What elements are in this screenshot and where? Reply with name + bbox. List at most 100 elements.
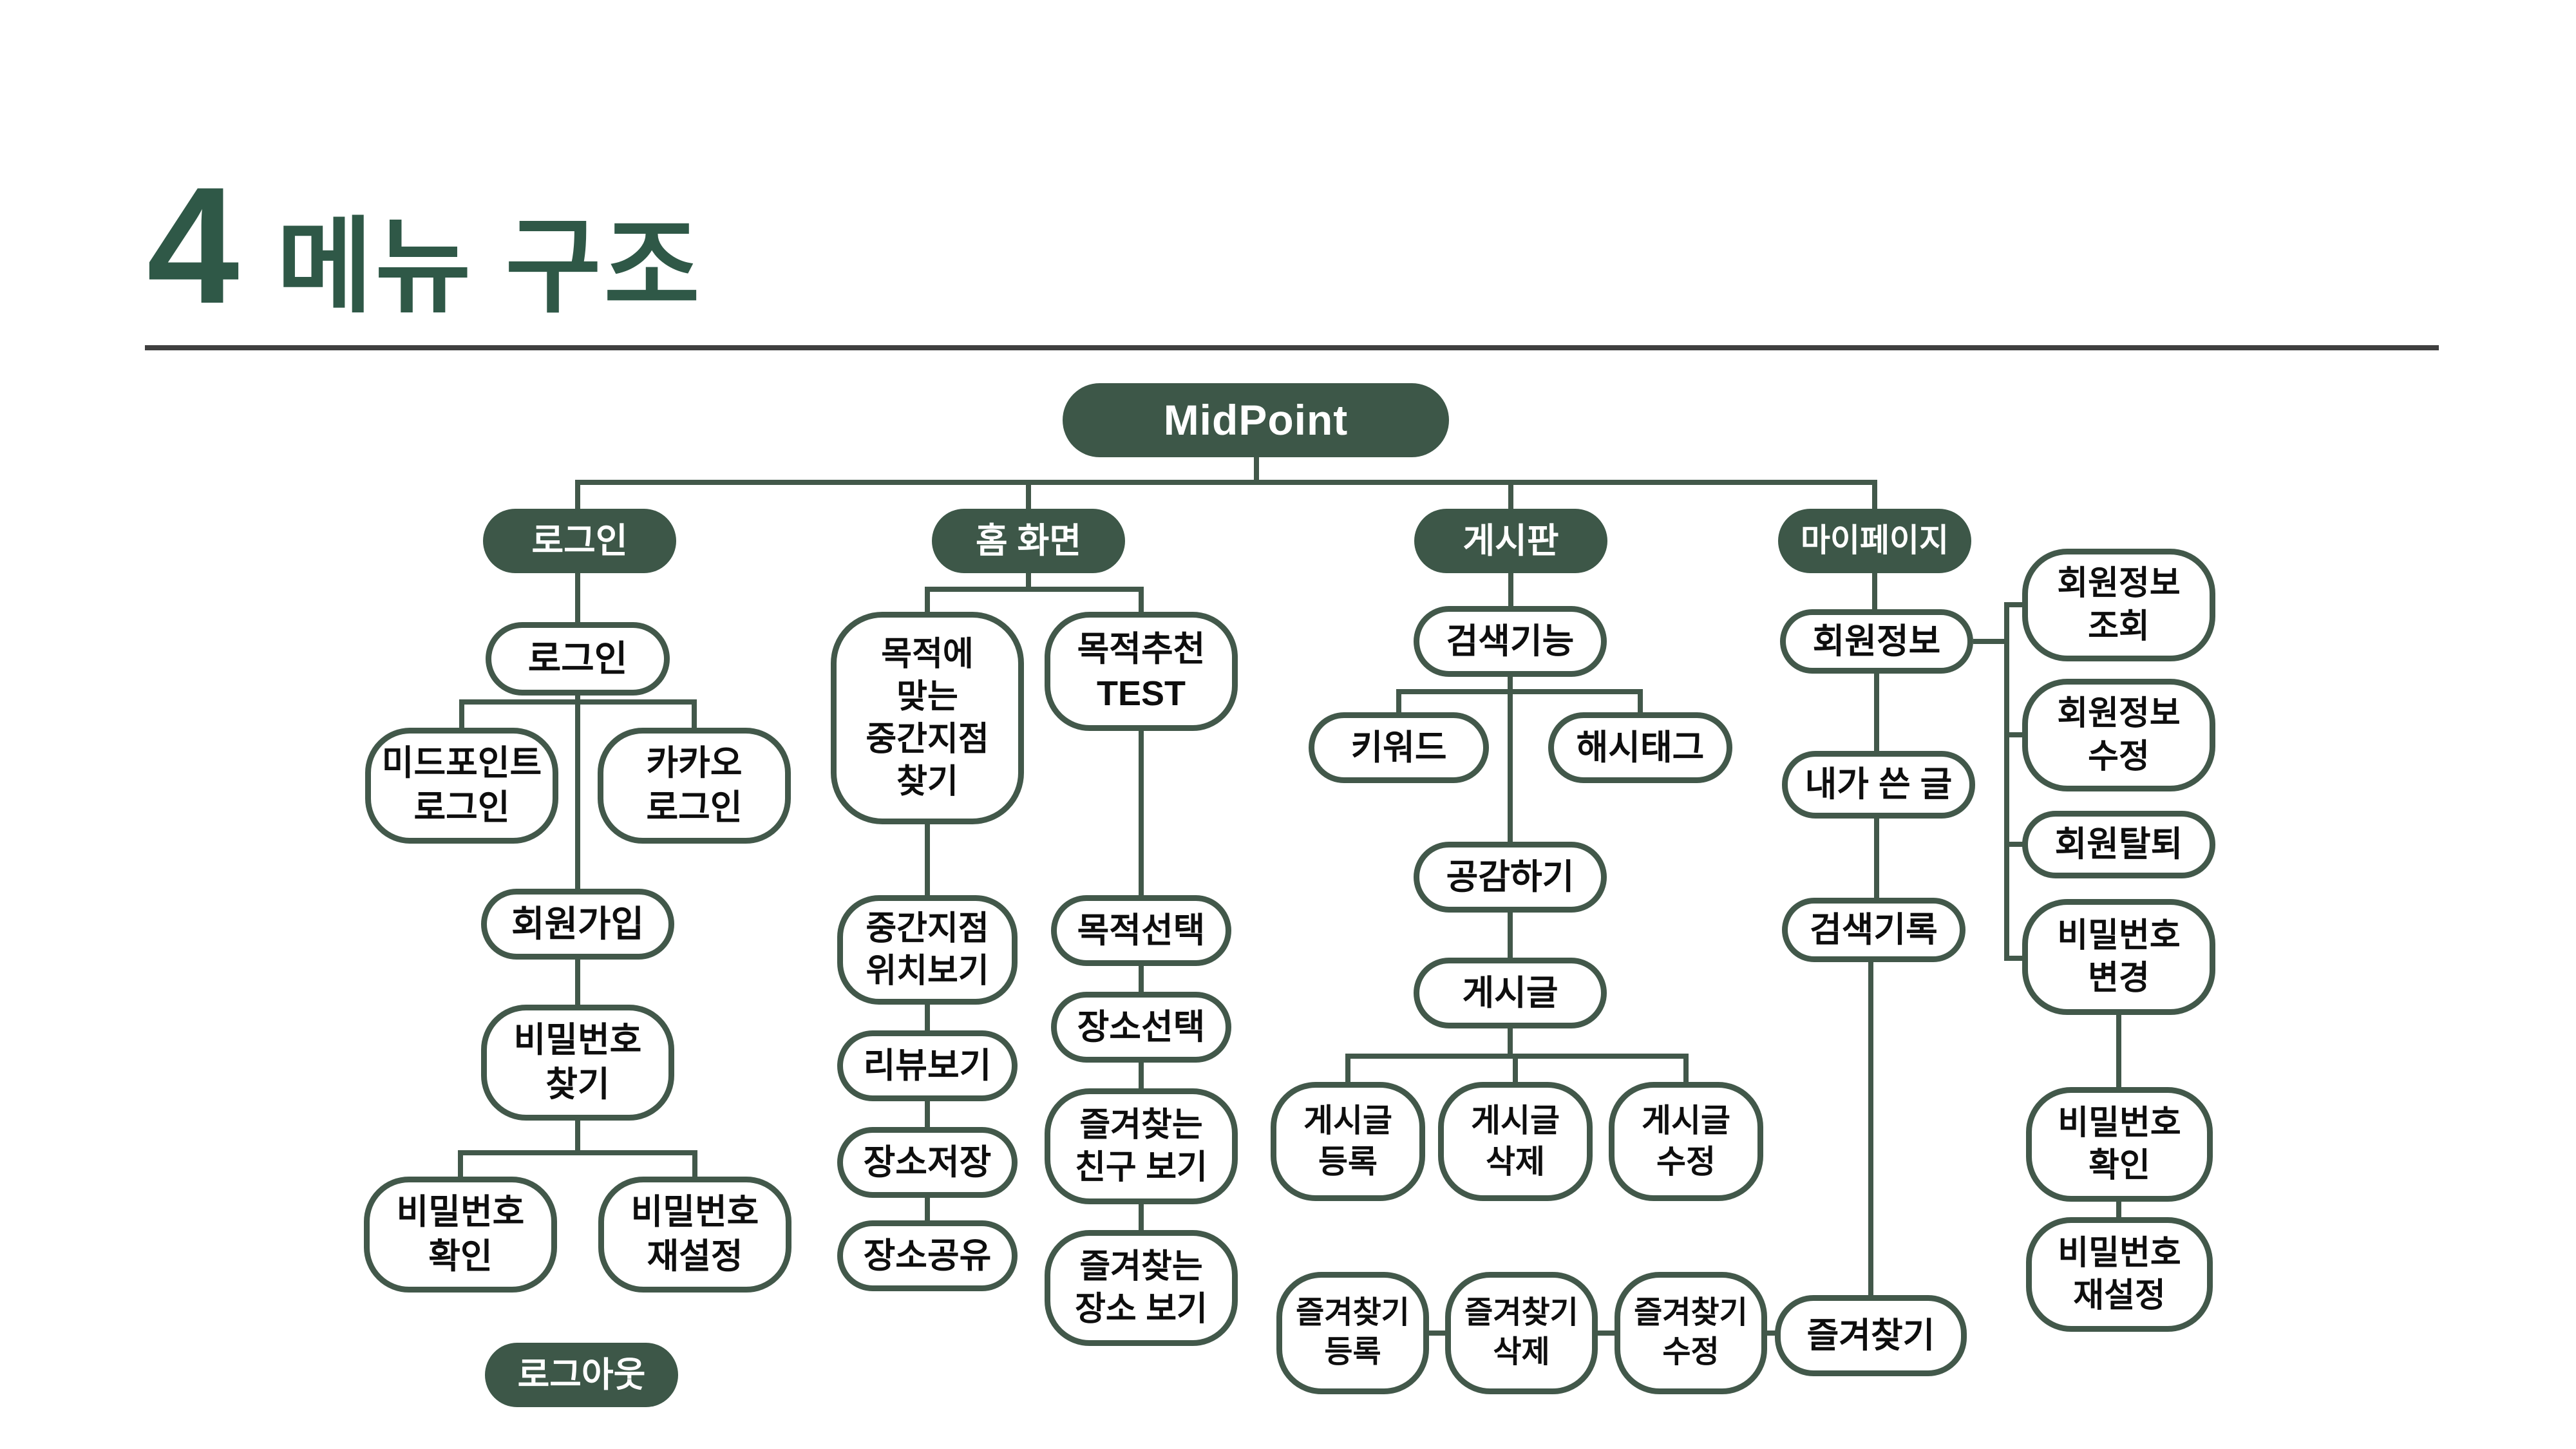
connector-line bbox=[1683, 1054, 1689, 1083]
connector-line bbox=[1973, 639, 2009, 644]
node-label: 로그인 bbox=[531, 521, 628, 560]
node-label: 검색기능 bbox=[1446, 621, 1575, 661]
connector-line bbox=[1345, 1054, 1350, 1083]
node-purpose-select: 목적선택 bbox=[1051, 895, 1231, 966]
node-label: 홈 화면 bbox=[975, 521, 1082, 560]
node-label: 리뷰보기 bbox=[863, 1046, 992, 1085]
connector-line bbox=[575, 480, 580, 512]
node-label: 목적선택 bbox=[1077, 911, 1206, 950]
connector-line bbox=[1598, 1331, 1616, 1336]
node-label: 장소선택 bbox=[1077, 1007, 1206, 1046]
node-post: 게시글 bbox=[1414, 958, 1607, 1028]
node-member-withdraw: 회원탈퇴 bbox=[2022, 811, 2215, 878]
title-number: 4 bbox=[147, 152, 240, 338]
connector-line bbox=[2116, 1015, 2121, 1088]
connector-line bbox=[1767, 1331, 1776, 1336]
node-label: 게시판 bbox=[1463, 521, 1559, 560]
node-place-save: 장소저장 bbox=[837, 1127, 1018, 1198]
connector-line bbox=[1429, 1331, 1446, 1336]
connector-line bbox=[1139, 587, 1144, 614]
node-midpoint-root: MidPoint bbox=[1063, 383, 1449, 457]
title-text: 메뉴 구조 bbox=[276, 209, 703, 325]
node-label: 공감하기 bbox=[1446, 857, 1575, 896]
node-label: 로그인 bbox=[527, 638, 628, 679]
node-label: 내가 쓴 글 bbox=[1804, 765, 1953, 804]
connector-line bbox=[2004, 956, 2023, 961]
connector-line bbox=[1508, 573, 1513, 607]
connector-line bbox=[1508, 913, 1513, 959]
connector-line bbox=[575, 696, 580, 891]
connector-line bbox=[1139, 1204, 1144, 1231]
connector-line bbox=[459, 699, 697, 705]
node-label: 로그아웃 bbox=[517, 1355, 646, 1394]
connector-line bbox=[925, 1198, 930, 1222]
connector-line bbox=[1254, 457, 1259, 483]
connector-line bbox=[1508, 677, 1513, 843]
page-title: 4 메뉴 구조 bbox=[147, 152, 703, 338]
connector-line bbox=[1026, 480, 1031, 512]
connector-line bbox=[2004, 732, 2023, 737]
node-logout: 로그아웃 bbox=[485, 1343, 678, 1407]
connector-line bbox=[1874, 674, 1879, 752]
node-label: 해시태그 bbox=[1576, 728, 1705, 767]
connector-line bbox=[1139, 966, 1144, 993]
node-label: 장소공유 bbox=[863, 1236, 992, 1275]
node-sympathize: 공감하기 bbox=[1414, 842, 1607, 913]
connector-line bbox=[1139, 731, 1144, 896]
node-label: 회원탈퇴 bbox=[2054, 825, 2183, 864]
connector-line bbox=[578, 480, 1877, 485]
node-review-view: 리뷰보기 bbox=[837, 1030, 1018, 1101]
connector-line bbox=[925, 587, 930, 614]
node-favorites: 즐겨찾기 bbox=[1775, 1295, 1967, 1376]
node-label: MidPoint bbox=[1163, 395, 1349, 444]
connector-line bbox=[925, 1005, 930, 1032]
node-search-history: 검색기록 bbox=[1782, 898, 1965, 962]
node-nav-board: 게시판 bbox=[1414, 509, 1607, 573]
connector-line bbox=[1872, 573, 1877, 611]
connector-line bbox=[1396, 689, 1643, 694]
connector-line bbox=[575, 1121, 580, 1153]
node-label: 장소저장 bbox=[863, 1142, 992, 1182]
connector-line bbox=[1508, 1028, 1513, 1056]
node-label: 키워드 bbox=[1350, 728, 1447, 767]
node-label: 회원가입 bbox=[511, 904, 645, 945]
connector-line bbox=[575, 573, 580, 625]
connector-line bbox=[459, 699, 464, 730]
node-nav-mypage: 마이페이지 bbox=[1778, 509, 1971, 573]
node-label: 마이페이지 bbox=[1801, 522, 1949, 559]
connector-line bbox=[575, 960, 580, 1007]
connector-line bbox=[1872, 480, 1877, 512]
node-member-info: 회원정보 bbox=[1780, 609, 1973, 674]
node-nav-home: 홈 화면 bbox=[932, 509, 1125, 573]
